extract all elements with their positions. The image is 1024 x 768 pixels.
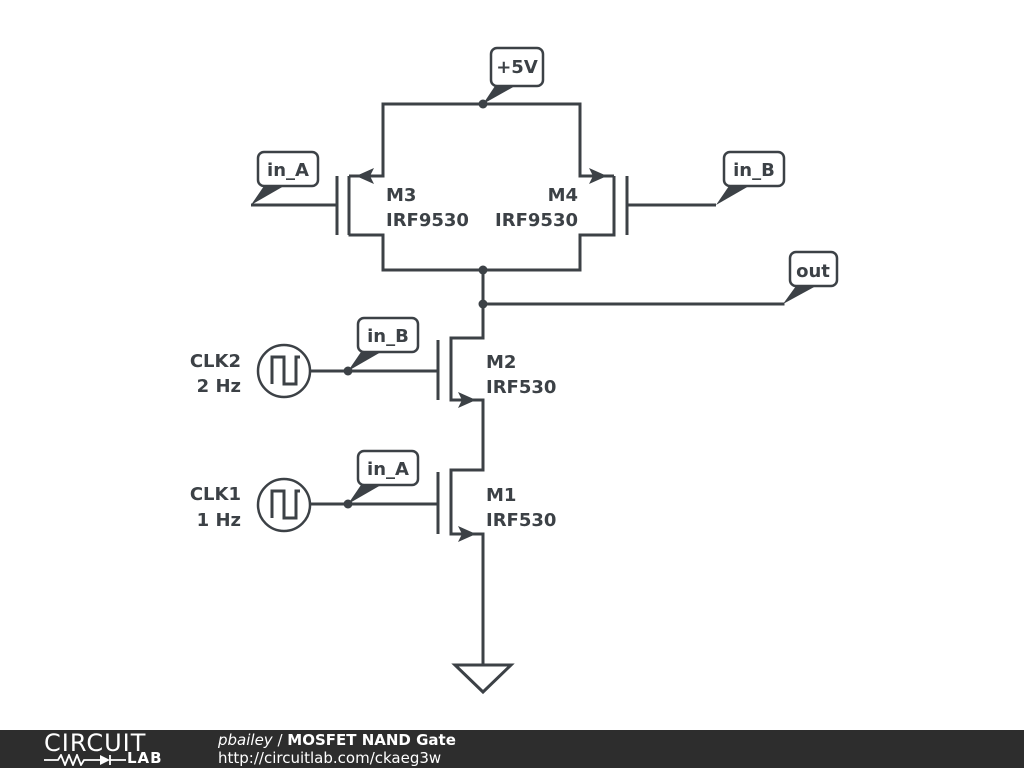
tag-box [256, 150, 320, 188]
tag-box [356, 316, 420, 354]
m2-drain-wire [449, 302, 485, 340]
m1-model: IRF530 [486, 510, 556, 531]
m4-name: M4 [548, 185, 578, 206]
clk1-name: CLK1 [190, 484, 241, 505]
logo-lab-text: LAB [127, 749, 163, 767]
tag-box [489, 46, 545, 88]
tag-box [722, 150, 786, 188]
m2-model: IRF530 [486, 377, 556, 398]
tag-out[interactable]: out [783, 250, 839, 304]
m2-arrow-icon [458, 392, 476, 408]
tag-pointer [348, 352, 381, 371]
m3-source-wire [378, 102, 385, 178]
m3-name: M3 [386, 185, 416, 206]
m1-arrow-icon [458, 526, 476, 542]
ground-wire [449, 532, 485, 667]
junction-dot [478, 299, 488, 309]
tag-pointer [483, 86, 515, 104]
tag-in-b-top-text: in_B [733, 160, 775, 181]
pmos-drain-wire [348, 233, 616, 272]
tag-pointer [783, 286, 816, 304]
clk1-source[interactable] [256, 477, 312, 533]
tag-pointer [348, 485, 381, 504]
clk2-freq: 2 Hz [197, 376, 241, 397]
logo-resistor-diode-icon [44, 754, 126, 766]
tag-pointer [716, 186, 749, 205]
nmos-wiring [449, 302, 485, 667]
square-wave-icon [270, 355, 300, 386]
tag-supply-text: +5V [496, 57, 538, 78]
m1-transistor[interactable] [310, 470, 476, 542]
m4-model: IRF9530 [495, 210, 578, 231]
tag-in-a-top-text: in_A [267, 160, 309, 181]
junction-dot [478, 265, 488, 275]
m4-arrow-icon [589, 168, 607, 184]
clk2-source[interactable] [256, 343, 312, 399]
m2-transistor[interactable] [310, 338, 476, 408]
m4-transistor[interactable] [580, 168, 716, 235]
circuit-title: MOSFET NAND Gate [287, 731, 456, 749]
clk2-name: CLK2 [190, 351, 241, 372]
title-separator: / [272, 731, 288, 749]
tag-box [788, 250, 839, 288]
tag-pointer [251, 186, 284, 205]
ground-icon[interactable] [451, 663, 515, 695]
tag-in-b-mid-text: in_B [367, 326, 409, 347]
schematic: +5V in_A in_B out in_B in_A M3 IRF9530 M… [190, 46, 839, 695]
tag-in-a-top[interactable]: in_A [251, 150, 320, 205]
m2-name: M2 [486, 352, 516, 373]
tag-in-b-top[interactable]: in_B [716, 150, 786, 205]
tag-in-a-bottom[interactable]: in_A [348, 449, 420, 504]
m3-model: IRF9530 [386, 210, 469, 231]
tag-in-a-bottom-text: in_A [367, 459, 409, 480]
author-name[interactable]: pbailey [218, 731, 273, 749]
footer-title-line: pbailey / MOSFET NAND Gate [218, 731, 456, 749]
footer-bar: CIRCUIT LAB pbailey / MOSFET NAND Gate h… [0, 730, 1024, 768]
square-wave-icon [270, 489, 300, 520]
circuit-url-link[interactable]: http://circuitlab.com/ckaeg3w [218, 749, 442, 767]
m1-name: M1 [486, 485, 516, 506]
tag-supply[interactable]: +5V [483, 46, 545, 104]
m3-transistor[interactable] [251, 168, 383, 235]
m2-m1-link-wire [449, 398, 485, 472]
clk1-freq: 1 Hz [197, 510, 241, 531]
tag-in-b-mid[interactable]: in_B [348, 316, 420, 371]
m3-arrow-icon [356, 168, 374, 184]
logo-circuit-text: CIRCUIT [44, 729, 147, 757]
tag-out-text: out [796, 261, 830, 282]
tag-box [356, 449, 420, 487]
